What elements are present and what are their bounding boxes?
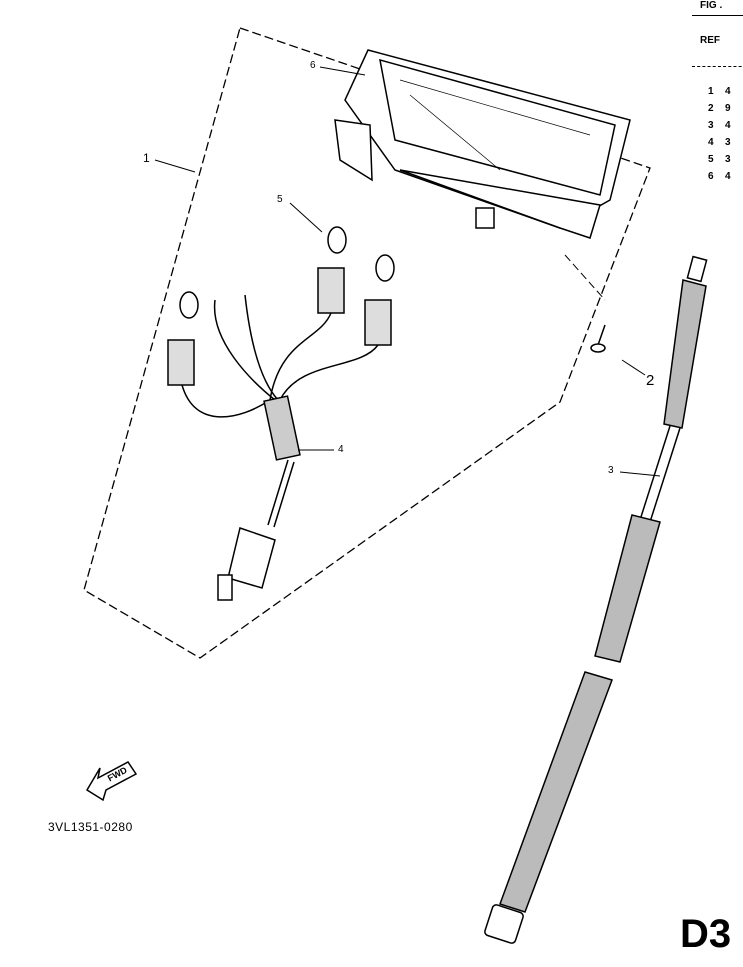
leader-lines <box>154 66 661 477</box>
speedometer-cable <box>484 255 708 944</box>
callout-3: 3 <box>608 465 614 476</box>
assembly-boundary <box>83 27 651 659</box>
callout-6: 6 <box>310 60 316 71</box>
callout-4: 4 <box>338 444 344 455</box>
callout-2: 2 <box>646 372 655 389</box>
table-header-ref: REF <box>700 35 720 46</box>
table-header-fig: FIG . <box>700 0 723 11</box>
drawing-code: 3VL1351-0280 <box>48 820 133 834</box>
callout-5: 5 <box>277 194 283 205</box>
meter-assembly <box>334 49 631 239</box>
fwd-arrow-icon <box>85 761 138 802</box>
screw <box>590 324 606 353</box>
wire-harness <box>181 294 379 601</box>
bulbs-and-sockets <box>167 226 395 386</box>
page-code: D3 <box>680 912 732 956</box>
callout-1: 1 <box>143 151 150 165</box>
